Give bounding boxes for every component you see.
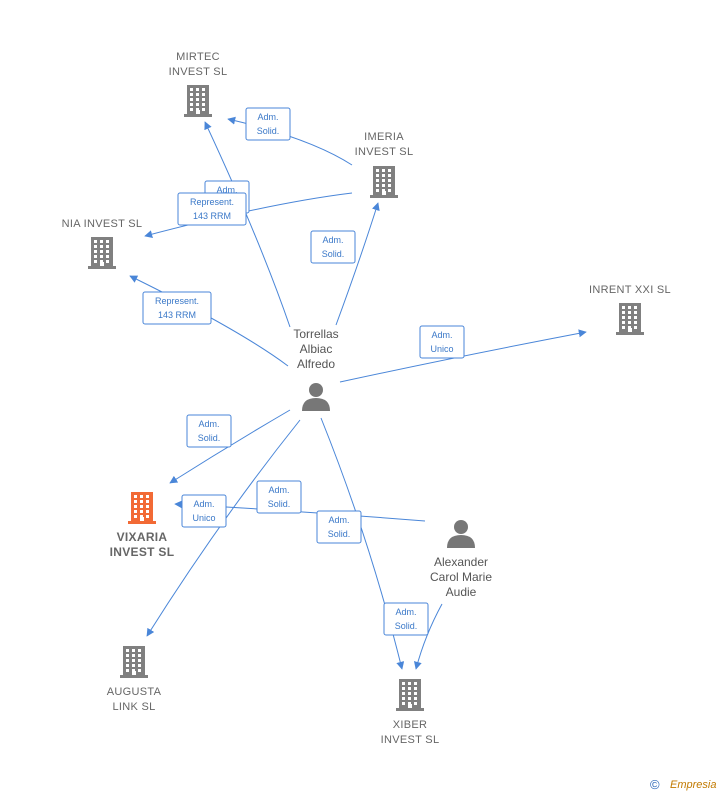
edge-t-xiber xyxy=(320,417,405,670)
edge-label-imeria-nia[interactable]: Represent. 143 RRM xyxy=(177,192,247,226)
edge-label-t-vixaria[interactable]: Adm. Solid. xyxy=(186,414,232,448)
company-node-mirtec[interactable]: MIRTEC INVEST SL xyxy=(169,51,228,117)
edge-label-box xyxy=(256,480,302,514)
edge-label-imeria-mirtec[interactable]: Adm. Solid. xyxy=(245,107,291,141)
edge-label-text: 143 RRM xyxy=(193,211,231,221)
edge-label-text: Adm. xyxy=(431,330,452,340)
edge-label-box xyxy=(419,325,465,359)
edge-label-text: Represent. xyxy=(190,197,234,207)
edge-t-augusta xyxy=(146,419,301,637)
edge-label-text: Adm. xyxy=(193,499,214,509)
edge-label-a-xiber[interactable]: Adm. Solid. xyxy=(383,602,429,636)
edge-label-t-imeria[interactable]: Adm. Solid. xyxy=(310,230,356,264)
footer: © Empresia xyxy=(650,777,716,792)
edge-label-box xyxy=(186,414,232,448)
edge-label-t-augusta[interactable]: Adm. Unico xyxy=(181,494,227,528)
edge-label-t-inrent[interactable]: Adm. Unico xyxy=(419,325,465,359)
edge-label-text: Adm. xyxy=(328,515,349,525)
person-label: Carol Marie xyxy=(430,570,492,584)
building-icon xyxy=(88,237,116,269)
edge-label-text: Solid. xyxy=(268,499,291,509)
edge-label-box xyxy=(316,510,362,544)
edge-label-t-xiber[interactable]: Adm. Solid. xyxy=(316,510,362,544)
edge-label-text: Solid. xyxy=(322,249,345,259)
edge-label-text: Unico xyxy=(430,344,453,354)
edge-label-a-vixaria[interactable]: Adm. Solid. xyxy=(256,480,302,514)
edge-label-text: Solid. xyxy=(328,529,351,539)
company-label: NIA INVEST SL xyxy=(62,218,143,230)
edge-t-mirtec xyxy=(204,121,291,328)
person-label: Torrellas xyxy=(293,327,338,341)
brand-logo[interactable]: Empresia xyxy=(670,779,716,791)
company-label: MIRTEC xyxy=(176,51,220,63)
edge-label-box xyxy=(383,602,429,636)
edge-t-nia xyxy=(129,275,289,367)
building-icon xyxy=(184,85,212,117)
edge-label-text: Adm. xyxy=(322,235,343,245)
building-icon xyxy=(128,492,156,524)
edge-label-text: Adm. xyxy=(198,419,219,429)
company-label: INVEST SL xyxy=(169,66,228,78)
person-label: Alfredo xyxy=(297,357,335,371)
company-label: VIXARIA xyxy=(117,530,168,544)
edge-label-box xyxy=(310,230,356,264)
person-icon xyxy=(302,383,330,411)
building-icon xyxy=(616,303,644,335)
edge-a-xiber xyxy=(413,603,443,670)
company-label: XIBER xyxy=(393,719,428,731)
person-label: Audie xyxy=(446,585,477,599)
edge-label-text: Unico xyxy=(192,513,215,523)
edge-label-text: 143 RRM xyxy=(158,310,196,320)
company-node-nia[interactable]: NIA INVEST SL xyxy=(62,218,143,269)
building-icon xyxy=(370,166,398,198)
edge-label-box xyxy=(142,291,212,325)
person-icon xyxy=(447,520,475,548)
edge-label-text: Adm. xyxy=(395,607,416,617)
edge-label-box xyxy=(245,107,291,141)
company-label: LINK SL xyxy=(112,701,155,713)
edge-labels-layer: Adm. Solid. Adm. Solid. Represent. 143 RRM Adm… xyxy=(142,107,465,636)
copyright-icon: © xyxy=(650,777,660,792)
company-label: INVEST SL xyxy=(355,146,414,158)
company-label: INVEST SL xyxy=(381,734,440,746)
edge-label-text: Represent. xyxy=(155,296,199,306)
company-label: INVEST SL xyxy=(110,545,175,559)
building-icon xyxy=(120,646,148,678)
company-label: INRENT XXI SL xyxy=(589,284,671,296)
person-label: Alexander xyxy=(434,555,488,569)
edge-label-text: Solid. xyxy=(395,621,418,631)
company-node-augusta[interactable]: AUGUSTA LINK SL xyxy=(107,646,162,713)
company-label: AUGUSTA xyxy=(107,686,162,698)
edge-label-t-nia[interactable]: Represent. 143 RRM xyxy=(142,291,212,325)
edge-label-box xyxy=(177,192,247,226)
company-node-imeria[interactable]: IMERIA INVEST SL xyxy=(355,131,414,198)
nodes-layer: MIRTEC INVEST SL IMERIA INVEST SL NIA INVEST… xyxy=(62,51,671,746)
company-node-xiber[interactable]: XIBER INVEST SL xyxy=(381,679,440,746)
company-label: IMERIA xyxy=(364,131,404,143)
edge-label-text: Adm. xyxy=(216,185,237,195)
edge-label-text: Solid. xyxy=(257,126,280,136)
company-node-inrent[interactable]: INRENT XXI SL xyxy=(589,284,671,335)
edge-label-text: Solid. xyxy=(198,433,221,443)
edge-label-text: Adm. xyxy=(268,485,289,495)
edge-label-box xyxy=(181,494,227,528)
building-icon xyxy=(396,679,424,711)
edge-t-imeria xyxy=(335,202,380,326)
edge-label-text: Adm. xyxy=(257,112,278,122)
edge-imeria-nia xyxy=(144,192,353,239)
person-label: Albiac xyxy=(300,342,333,356)
